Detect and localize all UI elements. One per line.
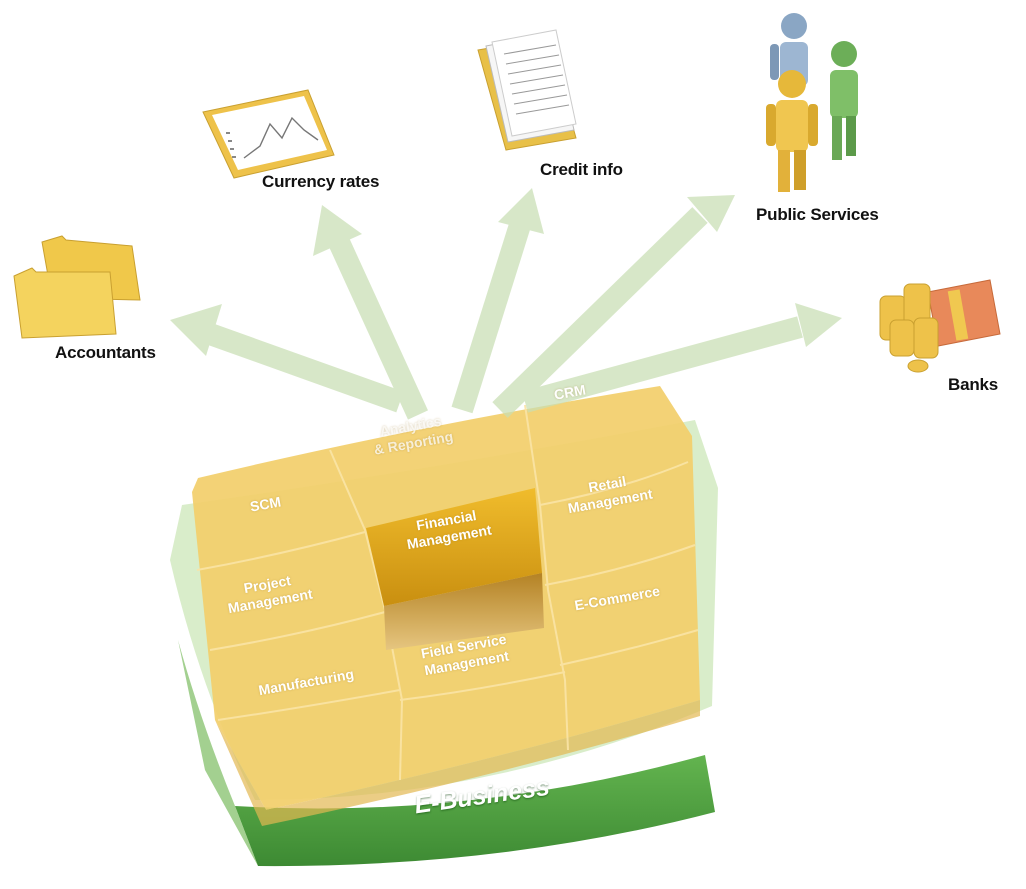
coins-icon [879,283,939,373]
folder-icon [13,235,141,339]
arrow-credit [451,188,544,414]
document-icon [477,29,577,151]
label-accountants: Accountants [55,343,156,362]
person-green [830,41,858,160]
financial-box [366,488,544,650]
label-credit-info: Credit info [540,160,623,179]
arrow-accountants [170,304,404,413]
chart-board-icon [202,89,335,179]
person-yellow [766,70,818,192]
people-icon [766,13,858,192]
arrow-currency [313,205,429,420]
label-currency-rates: Currency rates [262,172,380,191]
arrow-public-services [492,195,735,418]
arrow-banks [522,303,842,413]
arrows [170,188,842,420]
label-banks: Banks [948,375,999,394]
money-icon [927,279,1001,347]
label-public-services: Public Services [756,205,879,224]
